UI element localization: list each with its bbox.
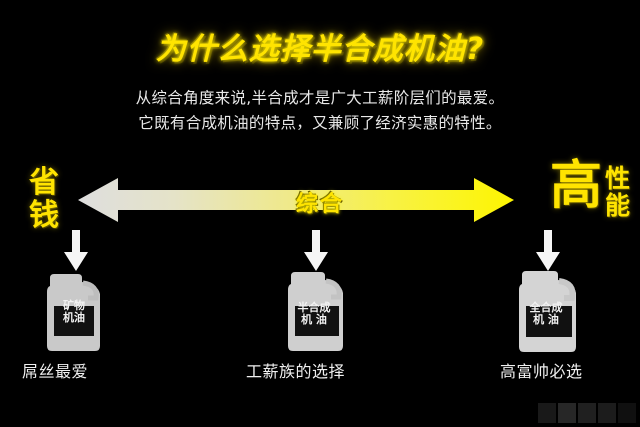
scale-right-label: 高 性 能 (549, 156, 630, 219)
watermark (538, 403, 636, 423)
scale-right-char-1: 性 (604, 164, 630, 193)
oil-bottle-full-synthetic (508, 265, 584, 352)
down-arrow-icon-1 (63, 230, 89, 272)
scale-right-stack: 性 能 (605, 162, 630, 219)
product-caption-mineral: 屌丝最爱 (22, 362, 89, 381)
product-caption-semi-synthetic: 工薪族的选择 (246, 362, 346, 381)
subtitle-paragraph: 从综合角度来说,半合成才是广大工薪阶层们的最爱。 它既有合成机油的特点，又兼顾了… (0, 86, 640, 136)
down-arrow-icon-2 (303, 230, 329, 272)
scale-right-char-2: 能 (604, 191, 630, 220)
scale-left-char-2: 钱 (29, 198, 59, 233)
oil-bottle-mineral (38, 268, 114, 354)
subtitle-line-1: 从综合角度来说,半合成才是广大工薪阶层们的最爱。 (135, 89, 505, 107)
scale-right-char-big: 高 (549, 156, 602, 216)
subtitle-line-2: 它既有合成机油的特点，又兼顾了经济实惠的特性。 (138, 114, 502, 132)
scale-left-label: 省 钱 (26, 168, 62, 231)
scale-axis-label: 综合 (295, 192, 344, 217)
double-arrow-icon (78, 176, 514, 224)
product-caption-full-synthetic: 高富帅必选 (500, 362, 583, 381)
scale-left-char-1: 省 (29, 165, 59, 200)
page-title: 为什么选择半合成机油? (155, 32, 485, 67)
oil-bottle-semi-synthetic (277, 266, 353, 352)
down-arrow-icon-3 (535, 230, 561, 272)
